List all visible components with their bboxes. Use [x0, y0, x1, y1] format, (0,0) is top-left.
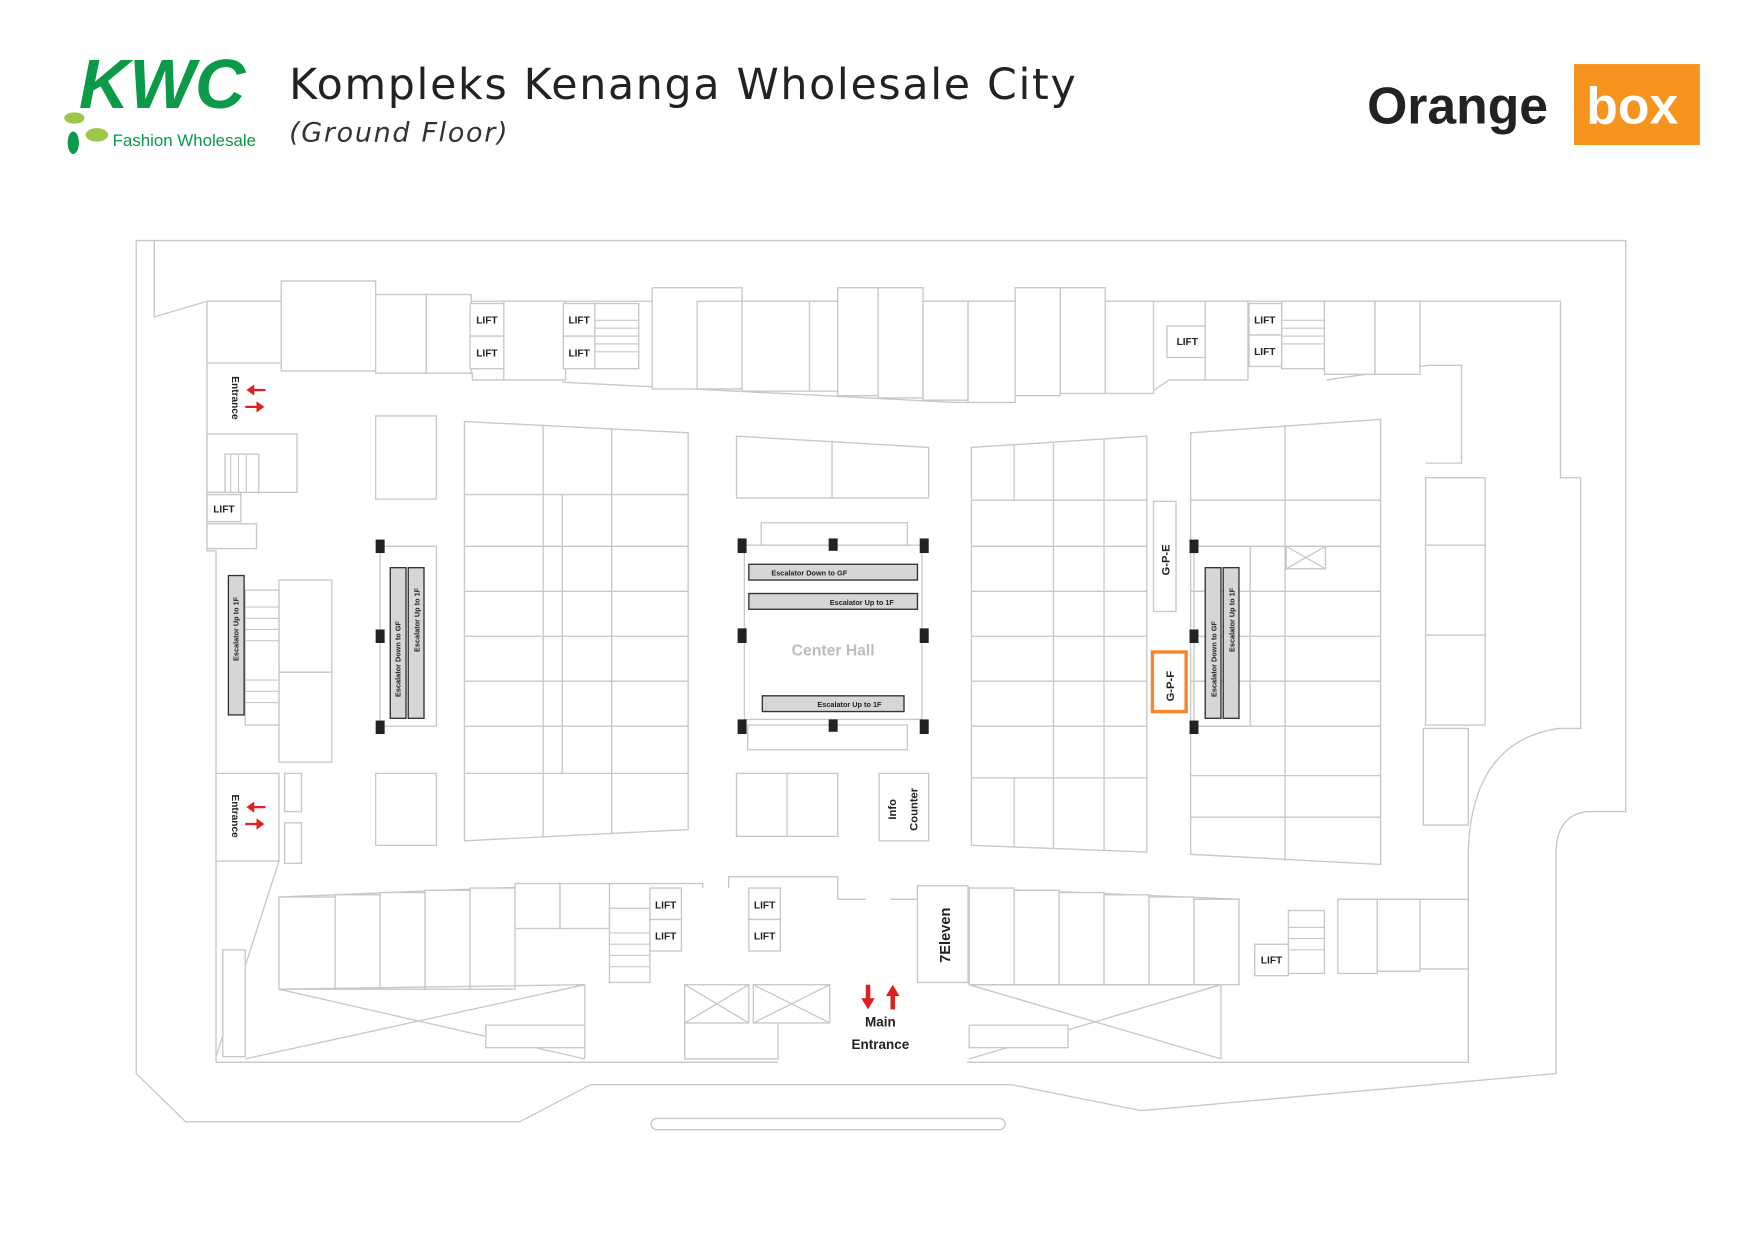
lift-label: LIFT — [1177, 337, 1199, 348]
arrow-right-icon — [245, 818, 265, 830]
lift-label: LIFT — [568, 348, 590, 359]
kwc-logo-tagline: Fashion Wholesale — [113, 131, 256, 150]
escalator-label: Escalator Down to GF — [771, 569, 847, 578]
unit-gpf-label: G-P-F — [1165, 671, 1177, 702]
escalator-label: Escalator Down to GF — [393, 621, 402, 697]
lift-label: LIFT — [1254, 347, 1276, 358]
leaf-icon — [85, 128, 109, 142]
main-entrance[interactable]: Main Entrance — [852, 984, 910, 1052]
lift: LIFT — [469, 302, 505, 337]
lift-label: LIFT — [1261, 955, 1283, 966]
lift: LIFT — [562, 335, 596, 370]
page-subtitle: (Ground Floor) — [289, 118, 509, 149]
lift-label: LIFT — [213, 505, 235, 516]
arrow-right-icon — [245, 401, 265, 413]
arrow-down-icon — [861, 984, 875, 1010]
leaf-icon — [64, 112, 85, 124]
stairs — [222, 300, 1326, 1058]
escalator-label: Escalator Up to 1F — [412, 587, 421, 652]
orangebox-logo-word1: Orange — [1367, 77, 1548, 135]
bottom-shops — [245, 772, 1469, 1060]
seven-eleven-label: 7Eleven — [938, 908, 954, 963]
escalator-up — [227, 574, 245, 716]
escalator-label: Escalator Down to GF — [1209, 621, 1218, 697]
leaf-icon — [67, 131, 79, 155]
escalator-label: Escalator Up to 1F — [232, 596, 241, 661]
escalator-up — [748, 592, 919, 610]
escalator-up — [761, 695, 905, 713]
escalator-label: Escalator Up to 1F — [830, 598, 895, 607]
page-title: Kompleks Kenanga Wholesale City — [289, 60, 1077, 110]
lifts: LIFT LIFT LIFT LIFT LIFT LIFT LIFT LIFT … — [206, 302, 1290, 977]
left-escalator-zone: Escalator Down to GF Escalator Up to 1F … — [227, 539, 438, 735]
lift: LIFT — [748, 918, 782, 952]
escalator-label: Escalator Up to 1F — [817, 700, 882, 709]
lift: LIFT — [649, 918, 683, 952]
escalator-down — [389, 566, 407, 719]
main-entrance-label: Main — [865, 1014, 896, 1029]
escalator-up — [407, 566, 425, 719]
unit-gpe-label: G-P-E — [1160, 544, 1172, 576]
escalator-label: Escalator Up to 1F — [1227, 587, 1236, 652]
lift: LIFT — [206, 493, 242, 523]
right-escalator-zone: Escalator Down to GF Escalator Up to 1F — [1189, 539, 1251, 735]
escalator-up — [1222, 566, 1240, 719]
lift: LIFT — [1248, 302, 1283, 336]
drop-off-curb — [650, 1117, 1006, 1131]
center-hall: Escalator Down to GF Escalator Up to 1F … — [737, 522, 929, 751]
arrow-left-icon — [246, 384, 266, 396]
arrow-left-icon — [246, 801, 266, 813]
main-entrance-label: Entrance — [852, 1037, 910, 1052]
lift-label: LIFT — [1254, 316, 1276, 327]
lift-label: LIFT — [476, 316, 498, 327]
orangebox-logo: Orange box — [1367, 64, 1700, 146]
entrance-top-left[interactable]: Entrance — [229, 376, 266, 420]
lift: LIFT — [562, 302, 596, 337]
lift: LIFT — [748, 887, 782, 921]
lift-label: LIFT — [568, 316, 590, 327]
lift: LIFT — [1254, 943, 1290, 977]
unit-gpe[interactable] — [1152, 500, 1177, 613]
arrow-up-icon — [885, 984, 900, 1010]
lift-label: LIFT — [754, 900, 776, 911]
escalator-down — [748, 563, 919, 581]
entrance-label: Entrance — [229, 376, 240, 420]
kwc-logo: KWC Fashion Wholesale — [64, 45, 256, 155]
top-shops — [206, 280, 1421, 404]
lift: LIFT — [1166, 325, 1206, 359]
lift: LIFT — [469, 335, 505, 370]
entrance-bottom-left[interactable]: Entrance — [229, 794, 266, 838]
shop-blocks — [374, 415, 1486, 866]
lift: LIFT — [1248, 334, 1283, 368]
escalator-down — [1204, 566, 1222, 719]
lift: LIFT — [649, 887, 683, 921]
unit-gpf-highlight[interactable] — [1150, 650, 1188, 714]
info-counter-label: Counter — [908, 787, 920, 831]
orangebox-logo-word2: box — [1586, 77, 1678, 135]
building-outline — [135, 239, 1627, 1131]
center-hall-label: Center Hall — [792, 642, 875, 659]
lift-label: LIFT — [655, 900, 677, 911]
lift-label: LIFT — [655, 932, 677, 943]
lift-label: LIFT — [754, 932, 776, 943]
entrance-label: Entrance — [229, 794, 240, 838]
info-counter-label: Info — [887, 799, 899, 820]
lift-label: LIFT — [476, 348, 498, 359]
kwc-logo-letters: KWC — [79, 45, 247, 123]
